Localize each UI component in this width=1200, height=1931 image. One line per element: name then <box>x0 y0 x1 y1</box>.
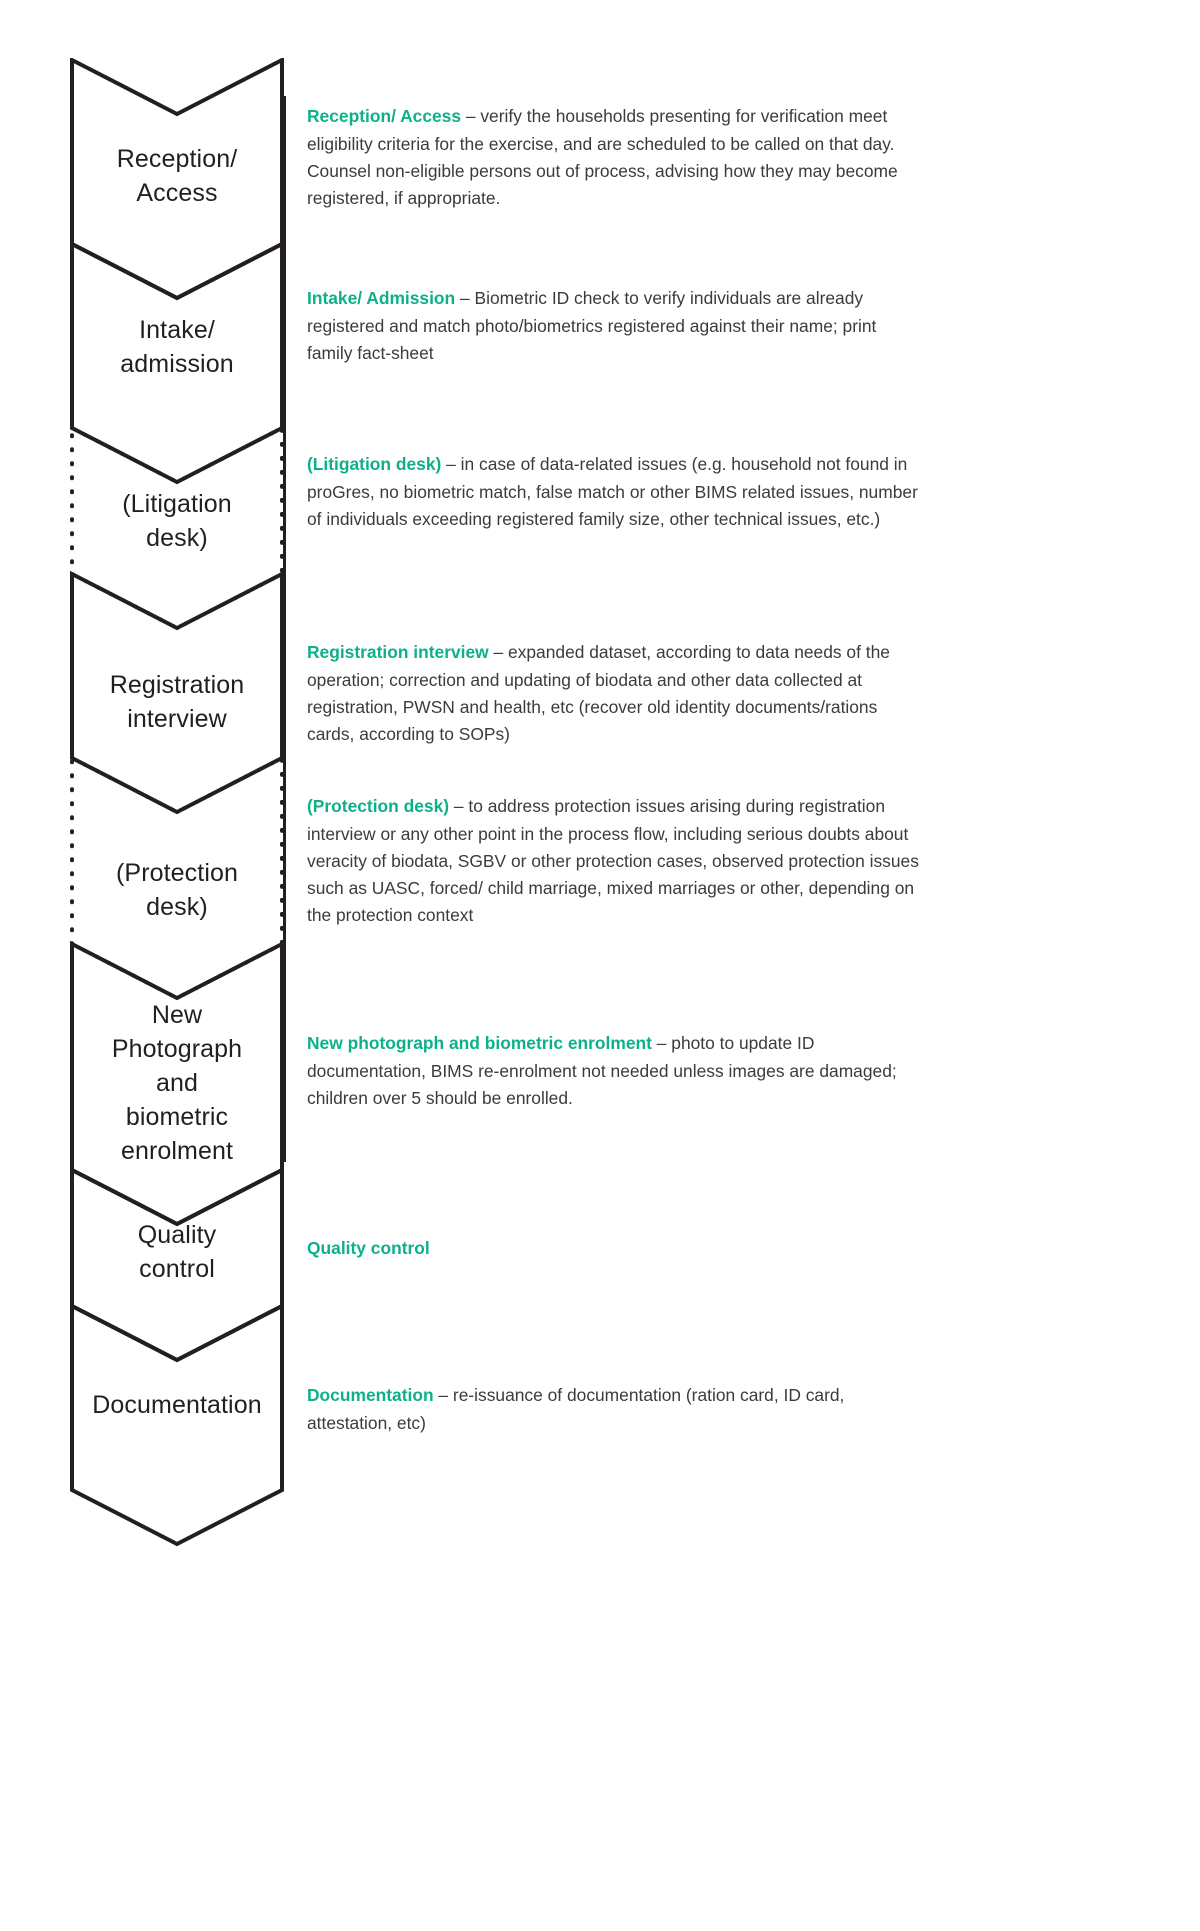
label-line: New <box>151 1001 203 1029</box>
label-line: and <box>155 1069 198 1097</box>
chevron-documentation[interactable] <box>70 1302 284 1547</box>
description-body: – to address protection issues arising d… <box>307 796 919 926</box>
label-line: Photograph <box>111 1035 243 1063</box>
label-line: Documentation <box>92 1391 262 1419</box>
label-line: Reception/ <box>116 145 238 173</box>
description-protection-desk: (Protection desk) – to address protectio… <box>307 793 925 929</box>
chevron-shapes-svg <box>70 58 284 1547</box>
description-registration-interview: Registration interview – expanded datase… <box>307 639 925 748</box>
description-body: – in case of data-related issues (e.g. h… <box>307 454 918 529</box>
description-body: – Biometric ID check to verify individua… <box>307 288 877 363</box>
vertical-divider <box>283 96 286 1162</box>
description-heading: Intake/ Admission <box>307 288 456 309</box>
label-line: interview <box>127 705 227 733</box>
description-body: – verify the households presenting for v… <box>307 106 898 208</box>
label-line: Intake/ <box>139 316 215 344</box>
description-heading: Registration interview <box>307 642 489 663</box>
label-line: desk) <box>146 524 208 552</box>
description-heading: Quality control <box>307 1238 430 1259</box>
description-new-photograph: New photograph and biometric enrolment –… <box>307 1030 925 1112</box>
chevron-label-new-photograph: New Photograph and biometric enrolment <box>70 998 284 1168</box>
chevron-column <box>70 58 284 1864</box>
chevron-label-intake-admission: Intake/ admission <box>70 313 284 381</box>
description-documentation: Documentation – re-issuance of documenta… <box>307 1382 925 1436</box>
description-intake-admission: Intake/ Admission – Biometric ID check t… <box>307 285 925 367</box>
description-heading: Reception/ Access <box>307 106 462 127</box>
label-line: desk) <box>146 893 208 921</box>
label-line: admission <box>120 350 234 378</box>
label-line: (Protection <box>116 859 238 887</box>
chevron-label-protection-desk: (Protection desk) <box>70 856 284 924</box>
description-heading: Documentation <box>307 1385 434 1406</box>
chevron-label-litigation-desk: (Litigation desk) <box>70 487 284 555</box>
chevron-label-reception-access: Reception/ Access <box>70 142 284 210</box>
label-line: (Litigation <box>122 490 232 518</box>
description-heading: (Litigation desk) <box>307 454 442 475</box>
chevron-label-quality-control: Quality control <box>70 1218 284 1286</box>
label-line: Access <box>136 179 218 207</box>
chevron-label-registration-interview: Registration interview <box>70 668 284 736</box>
label-line: enrolment <box>120 1137 234 1165</box>
description-body: – re-issuance of documentation (ration c… <box>307 1385 845 1433</box>
chevron-label-documentation: Documentation <box>70 1388 284 1422</box>
description-body: – expanded dataset, according to data ne… <box>307 642 890 744</box>
description-reception-access: Reception/ Access – verify the household… <box>307 103 925 212</box>
label-line: Quality <box>137 1221 217 1249</box>
label-line: control <box>139 1255 215 1283</box>
label-line: Registration <box>109 671 245 699</box>
description-body: – photo to update ID documentation, BIMS… <box>307 1033 897 1108</box>
description-litigation-desk: (Litigation desk) – in case of data-rela… <box>307 451 925 533</box>
description-heading: (Protection desk) <box>307 796 450 817</box>
description-heading: New photograph and biometric enrolment <box>307 1033 652 1054</box>
description-quality-control: Quality control <box>307 1235 925 1262</box>
label-line: biometric <box>125 1103 229 1131</box>
